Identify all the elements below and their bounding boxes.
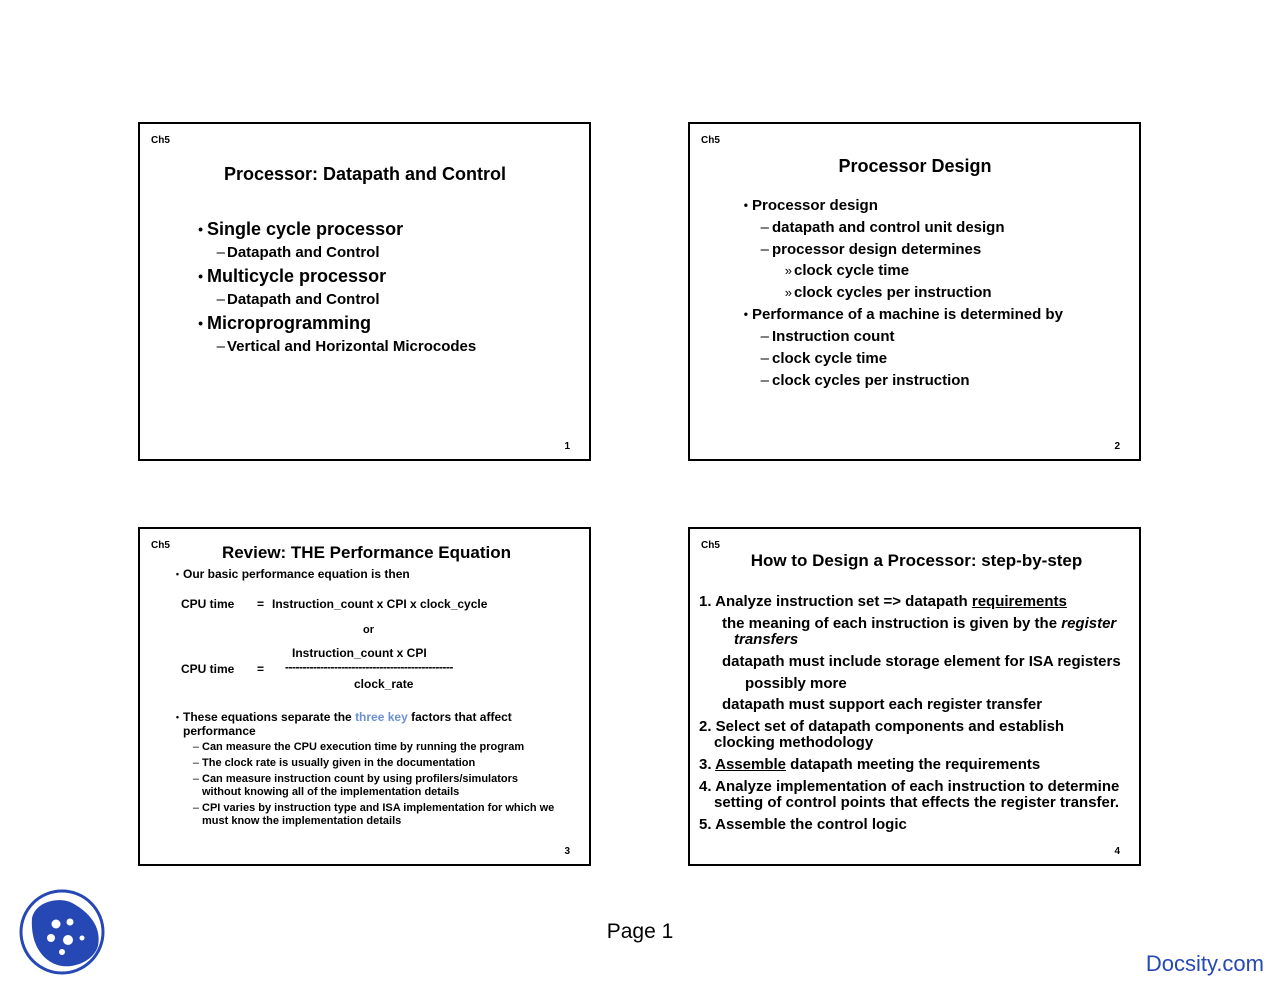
chapter-label: Ch5 (701, 540, 720, 551)
or-label: or (363, 624, 374, 636)
chapter-label: Ch5 (151, 540, 170, 551)
equation-lhs: CPU time (181, 597, 235, 611)
chevron-marker: » (784, 263, 792, 278)
slide-1: Ch5 Processor: Datapath and Control • Si… (138, 122, 591, 461)
equation-lhs: CPU time (181, 662, 235, 676)
step-5: 5. Assemble the control logic (699, 816, 907, 833)
bullet-marker: • (175, 569, 179, 579)
dash-marker: – (192, 741, 199, 753)
step-1: 1. Analyze instruction set => datapath r… (699, 593, 1067, 610)
bullet-continuation: performance (183, 724, 256, 738)
slide-4: Ch5 How to Design a Processor: step-by-s… (688, 527, 1141, 866)
highlight-text: three key (355, 710, 408, 724)
sub-item: – Datapath and Control (216, 291, 380, 308)
step-4-continuation: setting of control points that effects t… (714, 794, 1120, 811)
bullet-item: • Microprogramming (198, 313, 371, 334)
slide-number: 3 (564, 846, 570, 857)
underlined-text: requirements (971, 593, 1067, 610)
underlined-text: Assemble (715, 756, 786, 773)
step-3: 3. Assemble datapath meeting the require… (699, 756, 1041, 773)
bullet-marker: • (198, 315, 203, 331)
slide-number: 2 (1114, 441, 1120, 452)
sub-item: – Vertical and Horizontal Microcodes (216, 338, 477, 355)
bullet-item: • Performance of a machine is determined… (744, 306, 1063, 323)
bullet-item: • Our basic performance equation is then (176, 567, 410, 581)
bullet-marker: • (198, 221, 203, 237)
bullet-marker: • (743, 307, 748, 321)
slide-3: Ch5 Review: THE Performance Equation • O… (138, 527, 591, 866)
dash-marker: – (760, 328, 769, 345)
chapter-label: Ch5 (701, 135, 720, 146)
slide-2: Ch5 Processor Design • Processor design … (688, 122, 1141, 461)
step-1-detail: datapath must include storage element fo… (722, 653, 1121, 670)
fraction-denominator: clock_rate (354, 677, 414, 691)
dash-marker: – (760, 372, 769, 389)
bullet-item: • Processor design (744, 197, 878, 214)
chapter-label: Ch5 (151, 135, 170, 146)
sub-item-continuation: without knowing all of the implementatio… (202, 786, 460, 798)
dash-marker: – (760, 219, 769, 236)
dash-marker: – (192, 802, 199, 814)
slide-title: Processor Design (838, 156, 992, 176)
sub-item: – Instruction count (760, 328, 895, 345)
dash-marker: – (760, 350, 769, 367)
slide-title: Processor: Datapath and Control (223, 164, 507, 184)
step-1-detail: possibly more (745, 675, 847, 692)
docsity-logo-icon (19, 889, 105, 975)
sub-sub-item: » clock cycles per instruction (785, 284, 992, 301)
bullet-item: • Single cycle processor (198, 219, 403, 240)
sub-item: – clock cycle time (760, 350, 888, 367)
sub-item: – clock cycles per instruction (760, 372, 970, 389)
step-1-detail: datapath must support each register tran… (722, 696, 1043, 713)
dash-marker: – (760, 241, 769, 258)
bullet-item: • These equations separate the three key… (176, 710, 512, 724)
sub-sub-item: » clock cycle time (785, 262, 909, 279)
dash-marker: – (216, 244, 225, 261)
slide-title: How to Design a Processor: step-by-step (750, 551, 1083, 570)
bullet-marker: • (198, 268, 203, 284)
sub-item: – Can measure the CPU execution time by … (193, 741, 524, 753)
step-4: 4. Analyze implementation of each instru… (699, 778, 1120, 795)
italic-text: register (1061, 615, 1117, 632)
sub-item: – CPI varies by instruction type and ISA… (193, 802, 554, 814)
fraction-numerator: Instruction_count x CPI (292, 646, 427, 660)
bullet-marker: • (175, 712, 179, 722)
step-1-detail-continuation: transfers (734, 631, 799, 648)
bullet-marker: • (743, 198, 748, 212)
sub-item: – The clock rate is usually given in the… (193, 757, 475, 769)
step-1-detail: the meaning of each instruction is given… (722, 615, 1117, 632)
sub-item-continuation: must know the implementation details (202, 815, 402, 827)
dash-marker: – (216, 291, 225, 308)
sub-item: – Datapath and Control (216, 244, 380, 261)
sub-item: – Can measure instruction count by using… (193, 773, 518, 785)
equation-equals: = (257, 662, 265, 676)
slide-number: 4 (1114, 846, 1120, 857)
equation-equals: = (257, 597, 265, 611)
brand-link[interactable]: Docsity.com (1145, 951, 1264, 976)
dash-marker: – (216, 338, 225, 355)
chevron-marker: » (784, 285, 792, 300)
sub-item: – datapath and control unit design (760, 219, 1005, 236)
equation-rhs: Instruction_count x CPI x clock_cycle (272, 597, 488, 611)
page-label: Page 1 (606, 920, 674, 943)
bullet-item: • Multicycle processor (198, 266, 386, 287)
dash-marker: – (192, 773, 199, 785)
dash-marker: – (192, 757, 199, 769)
fraction-bar: ----------------------------------------… (285, 660, 453, 674)
slide-title: Review: THE Performance Equation (221, 543, 512, 562)
step-2: 2. Select set of datapath components and… (699, 718, 1065, 735)
slide-number: 1 (564, 441, 570, 452)
step-2-continuation: clocking methodology (714, 734, 874, 751)
sub-item: – processor design determines (760, 241, 982, 258)
